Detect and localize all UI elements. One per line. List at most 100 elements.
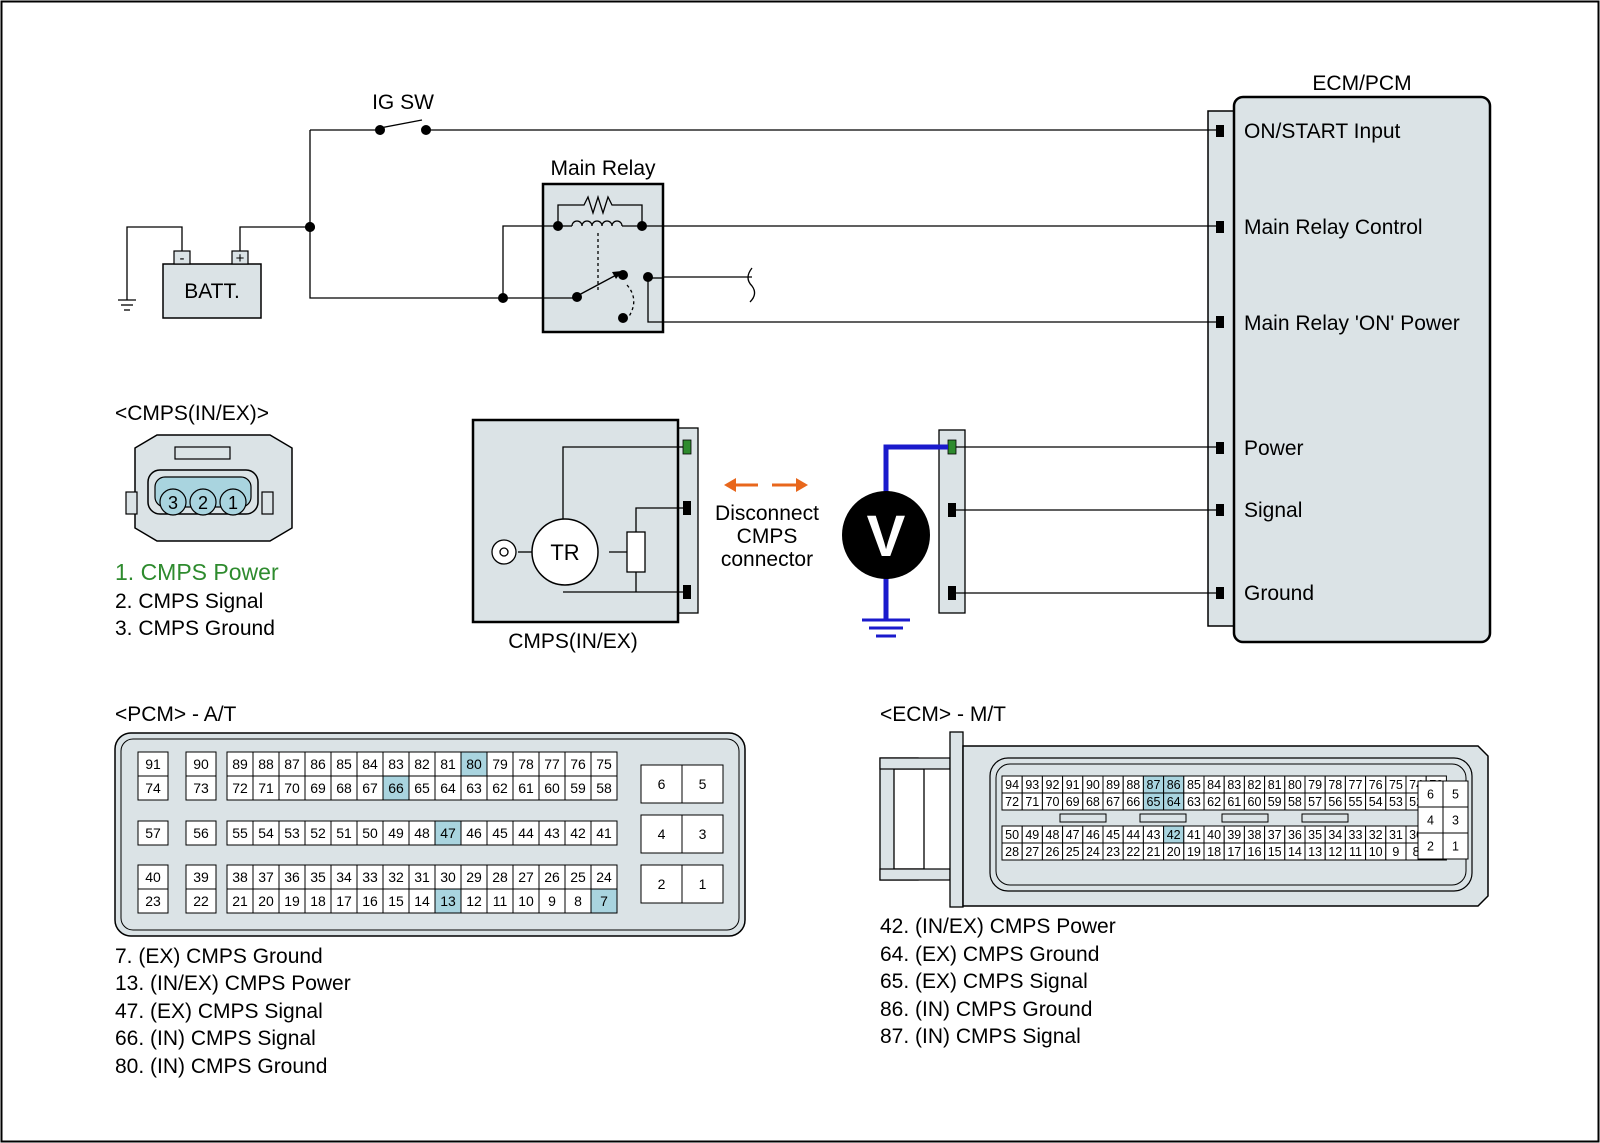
pin-number: 71 [1025, 795, 1039, 809]
cmps-pin-2 [189, 488, 217, 516]
pin-cell [382, 775, 410, 801]
pin-number: 19 [1187, 845, 1201, 859]
pin-cell [564, 820, 592, 846]
pin-number: 67 [362, 780, 378, 796]
pin-number: 33 [1349, 828, 1363, 842]
pin-cell [564, 888, 592, 914]
pin-number: 82 [1248, 778, 1262, 792]
cmps-legend-ground: 3. CMPS Ground [115, 617, 275, 640]
pin-number: 83 [1227, 778, 1241, 792]
pin-cell [434, 775, 462, 801]
pin-number: 49 [1025, 828, 1039, 842]
pin-cell [434, 820, 462, 846]
pin-number: 5 [699, 776, 707, 792]
ecm-legend-87: 87. (IN) CMPS Signal [880, 1025, 1081, 1048]
pin-number: 41 [1187, 828, 1201, 842]
battery-plus-sign: + [236, 250, 245, 267]
main-relay-body [541, 182, 665, 334]
pin-number: 32 [1369, 828, 1383, 842]
pin-cell [137, 751, 169, 777]
pin-cell [137, 888, 169, 914]
pin-cell [382, 864, 410, 890]
pin-cell [538, 888, 566, 914]
pin-number: 29 [466, 869, 482, 885]
voltmeter-symbol: V [867, 504, 906, 569]
ecm-legend-42: 42. (IN/EX) CMPS Power [880, 915, 1116, 938]
pin-cell [681, 864, 724, 904]
pin-cell [564, 751, 592, 777]
pin-cell [590, 888, 618, 914]
pin-cell [460, 751, 488, 777]
pin-number: 10 [1369, 845, 1383, 859]
pin-number: 91 [1066, 778, 1080, 792]
pin-number: 86 [1167, 778, 1181, 792]
pin-number: 75 [1389, 778, 1403, 792]
pin-number: 43 [1147, 828, 1161, 842]
pin-number: 46 [466, 825, 482, 841]
pin-number: 48 [414, 825, 430, 841]
pin-cell [356, 751, 384, 777]
ecm-pin-ground: Ground [1244, 582, 1314, 605]
pin-cell [408, 864, 436, 890]
pcm-legend-80: 80. (IN) CMPS Ground [115, 1055, 327, 1078]
voltmeter-probe-lead [883, 444, 948, 505]
pin-number: 73 [193, 780, 209, 796]
pin-cell [538, 820, 566, 846]
pin-number: 87 [1147, 778, 1161, 792]
pin-number: 64 [1167, 795, 1181, 809]
pin-number: 35 [310, 869, 326, 885]
pin-number: 67 [1106, 795, 1120, 809]
pin-number: 20 [1167, 845, 1181, 859]
pin-number: 13 [1308, 845, 1322, 859]
keying-slot [1301, 813, 1349, 823]
pin-number: 40 [145, 869, 161, 885]
pcm-title: <PCM> - A/T [115, 703, 237, 726]
main-relay-label: Main Relay [550, 157, 656, 180]
pin-number: 80 [466, 756, 482, 772]
pin-number: 47 [1066, 828, 1080, 842]
pin-number: 45 [1106, 828, 1120, 842]
pin-cell [304, 751, 332, 777]
cmps-pin-3-label: 3 [168, 493, 178, 513]
pin-number: 37 [258, 869, 274, 885]
pin-cell [356, 888, 384, 914]
battery-body [162, 263, 262, 319]
pin-cell [330, 775, 358, 801]
pin-cell [460, 888, 488, 914]
pin-number: 72 [1005, 795, 1019, 809]
pin-number: 59 [570, 780, 586, 796]
pin-number: 81 [440, 756, 456, 772]
pin-number: 18 [310, 893, 326, 909]
relay-wiring [502, 225, 1216, 323]
pin-number: 32 [388, 869, 404, 885]
pin-number: 68 [1086, 795, 1100, 809]
sensor-harness-wiring [956, 446, 1216, 594]
pin-number: 91 [145, 756, 161, 772]
ecm-pin-power: Power [1244, 437, 1304, 460]
pin-number: 63 [1187, 795, 1201, 809]
pin-number: 84 [1207, 778, 1221, 792]
pin-cell [1417, 832, 1444, 860]
pin-number: 82 [414, 756, 430, 772]
pin-cell [278, 888, 306, 914]
pin-cell [356, 820, 384, 846]
pin-cell [640, 764, 683, 804]
pin-cell [486, 775, 514, 801]
pin-number: 38 [232, 869, 248, 885]
pin-number: 15 [1268, 845, 1282, 859]
cmps-sensor-label: CMPS(IN/EX) [508, 630, 638, 653]
pin-number: 53 [284, 825, 300, 841]
pin-number: 16 [362, 893, 378, 909]
cmps-legend-signal: 2. CMPS Signal [115, 590, 263, 613]
pin-cell [590, 775, 618, 801]
pin-number: 55 [1349, 795, 1363, 809]
pin-number: 59 [1268, 795, 1282, 809]
pin-cell [330, 888, 358, 914]
pin-number: 58 [1288, 795, 1302, 809]
pin-number: 25 [1066, 845, 1080, 859]
pin-cell [185, 888, 217, 914]
pin-number: 23 [1106, 845, 1120, 859]
pin-number: 13 [440, 893, 456, 909]
pin-number: 58 [596, 780, 612, 796]
